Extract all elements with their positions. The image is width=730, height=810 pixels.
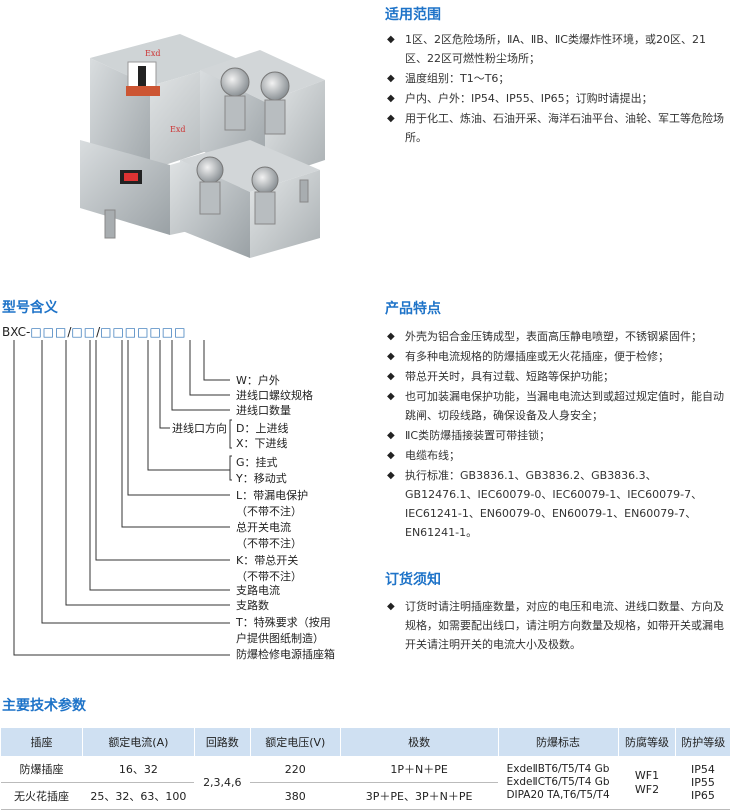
label-name: 防爆检修电源插座箱 (236, 648, 335, 662)
cell-circuits: 2,3,4,6 (194, 756, 250, 810)
label-dir: 进线口方向 (172, 422, 227, 436)
table-header-row: 插座 额定电流(A) 回路数 额定电压(V) 极数 防爆标志 防腐等级 防护等级 (1, 728, 730, 756)
cell-socket: 无火花插座 (1, 783, 83, 810)
list-item: ◆电缆布线； (385, 446, 727, 465)
list-item: ◆用于化工、炼油、石油开采、海洋石油平台、油轮、军工等危险场所。 (385, 109, 725, 147)
features-list: ◆外壳为铝合金压铸成型，表面高压静电喷塑，不锈钢紧固件； ◆有多种电流规格的防爆… (385, 327, 727, 543)
list-item: ◆外壳为铝合金压铸成型，表面高压静电喷塑，不锈钢紧固件； (385, 327, 727, 346)
scope-title: 适用范围 (385, 4, 441, 24)
cell-wf: WF1 WF2 (618, 756, 676, 810)
label-l-note: （不带不注） (236, 505, 302, 519)
label-l: L：带漏电保护 (236, 489, 308, 503)
label-t: T：特殊要求（按用 (236, 616, 331, 630)
col-header: 极数 (340, 728, 498, 756)
label-main-current: 总开关电流 (236, 521, 291, 535)
cell-ip: IP54 IP55 IP65 (676, 756, 730, 810)
label-d: D：上进线 (236, 422, 288, 436)
scope-list: ◆1区、2区危险场所，ⅡA、ⅡB、ⅡC类爆炸性环境，或20区、21区、22区可燃… (385, 30, 725, 148)
diamond-bullet-icon: ◆ (387, 446, 395, 465)
col-header: 防爆标志 (498, 728, 618, 756)
diamond-bullet-icon: ◆ (387, 426, 395, 445)
diamond-bullet-icon: ◆ (387, 466, 395, 485)
list-item: ◆户内、户外：IP54、IP55、IP65；订购时请提出； (385, 89, 725, 108)
col-header: 回路数 (194, 728, 250, 756)
label-g: G：挂式 (236, 456, 278, 470)
label-thread: 进线口螺纹规格 (236, 389, 313, 403)
label-count: 进线口数量 (236, 404, 291, 418)
diamond-bullet-icon: ◆ (387, 347, 395, 366)
features-title: 产品特点 (385, 298, 441, 318)
list-item: ◆也可加装漏电保护功能，当漏电电流达到或超过规定值时，能自动跳闸、切段线路，确保… (385, 387, 727, 425)
cell-voltage: 380 (250, 783, 340, 810)
list-item: ◆1区、2区危险场所，ⅡA、ⅡB、ⅡC类爆炸性环境，或20区、21区、22区可燃… (385, 30, 725, 68)
list-item: ◆有多种电流规格的防爆插座或无火花插座，便于检修； (385, 347, 727, 366)
diamond-bullet-icon: ◆ (387, 69, 395, 88)
cell-exmark: ExdeⅡBT6/T5/T4 Gb ExdeⅡCT6/T5/T4 Gb DIPA… (498, 756, 618, 810)
diamond-bullet-icon: ◆ (387, 109, 395, 128)
label-y: Y：移动式 (236, 472, 287, 486)
col-header: 额定电流(A) (82, 728, 194, 756)
list-item: ◆温度组别：T1～T6； (385, 69, 725, 88)
table-row: 防爆插座 16、32 2,3,4,6 220 1P＋N＋PE ExdeⅡBT6/… (1, 756, 730, 783)
label-branch-count: 支路数 (236, 599, 269, 613)
label-t2: 户提供图纸制造） (236, 632, 324, 646)
order-title: 订货须知 (385, 569, 441, 589)
col-header: 插座 (1, 728, 83, 756)
list-item: ◆带总开关时，具有过载、短路等保护功能； (385, 367, 727, 386)
cell-voltage: 220 (250, 756, 340, 783)
label-w: W：户外 (236, 374, 280, 388)
spec-table: 插座 额定电流(A) 回路数 额定电压(V) 极数 防爆标志 防腐等级 防护等级… (0, 728, 730, 810)
cell-poles: 1P＋N＋PE (340, 756, 498, 783)
tech-title: 主要技术参数 (2, 695, 86, 715)
label-main-note: （不带不注） (236, 537, 302, 551)
diamond-bullet-icon: ◆ (387, 327, 395, 346)
diamond-bullet-icon: ◆ (387, 387, 395, 406)
col-header: 额定电压(V) (250, 728, 340, 756)
model-diagram-lines (0, 0, 380, 680)
label-k-note: （不带不注） (236, 570, 302, 584)
diamond-bullet-icon: ◆ (387, 597, 395, 616)
list-item: ◆执行标准：GB3836.1、GB3836.2、GB3836.3、GB12476… (385, 466, 727, 542)
col-header: 防护等级 (676, 728, 730, 756)
label-k: K：带总开关 (236, 554, 298, 568)
diamond-bullet-icon: ◆ (387, 30, 395, 49)
list-item: ◆订货时请注明插座数量，对应的电压和电流、进线口数量、方向及规格，如需要配出线口… (385, 597, 727, 654)
cell-current: 16、32 (82, 756, 194, 783)
col-header: 防腐等级 (618, 728, 676, 756)
list-item: ◆ⅡC类防爆插接装置可带挂锁； (385, 426, 727, 445)
cell-socket: 防爆插座 (1, 756, 83, 783)
cell-current: 25、32、63、100 (82, 783, 194, 810)
label-branch-current: 支路电流 (236, 584, 280, 598)
order-list: ◆订货时请注明插座数量，对应的电压和电流、进线口数量、方向及规格，如需要配出线口… (385, 597, 727, 655)
diamond-bullet-icon: ◆ (387, 89, 395, 108)
diamond-bullet-icon: ◆ (387, 367, 395, 386)
label-x: X：下进线 (236, 437, 288, 451)
cell-poles: 3P＋PE、3P＋N＋PE (340, 783, 498, 810)
